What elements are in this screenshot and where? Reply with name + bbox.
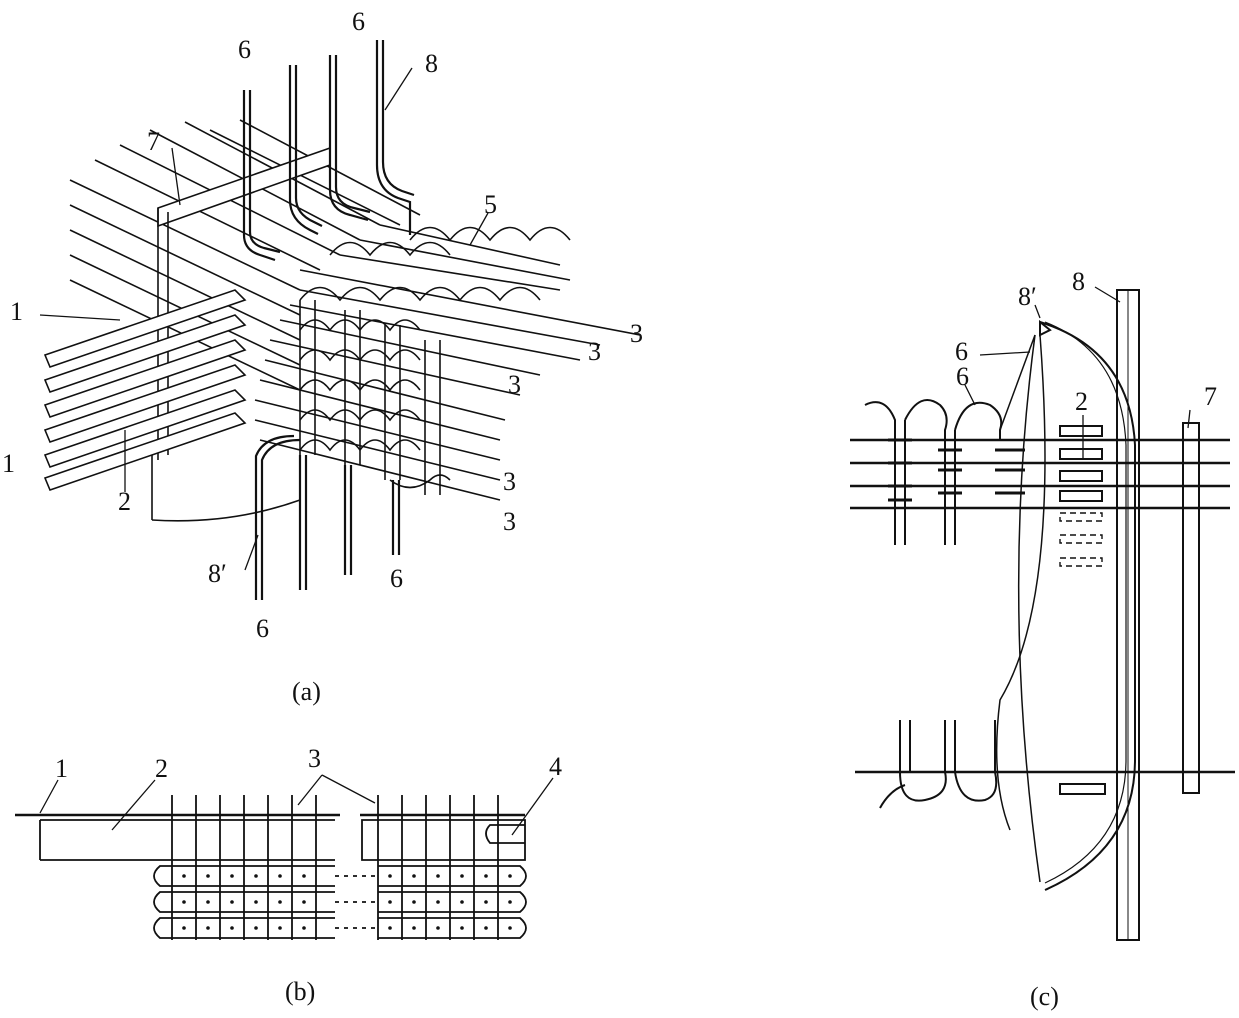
panel-b-label-3: 3 — [308, 744, 321, 773]
panel-a-pipes-top — [242, 40, 415, 262]
panel-b-label-4: 4 — [549, 752, 562, 781]
panel-a-label-2: 2 — [118, 487, 131, 516]
panel-b-label-2: 2 — [155, 754, 168, 783]
panel-a-leaders — [39, 67, 489, 571]
panel-a-caption: (a) — [292, 677, 321, 706]
panel-c-caption: (c) — [1030, 982, 1059, 1011]
panel-c-label-8prime: 8′ — [1018, 282, 1037, 311]
panel-a-drawing — [43, 40, 641, 600]
panel-b-leaders — [39, 774, 554, 836]
panel-c-label-8: 8 — [1072, 267, 1085, 296]
panel-b-serpentine — [153, 865, 527, 939]
panel-c-drawing — [850, 289, 1235, 941]
panel-a-label-3-c: 3 — [508, 370, 521, 399]
panel-b-caption: (b) — [285, 977, 315, 1006]
panel-a-coils — [299, 226, 571, 495]
panel-c-label-2: 2 — [1075, 387, 1088, 416]
panel-c-label-6-right: 6 — [956, 362, 969, 391]
panel-a-label-3-e: 3 — [503, 507, 516, 536]
panel-b-dots — [182, 874, 512, 930]
panel-c-ticks — [888, 438, 1025, 502]
panel-a-label-3-b: 3 — [588, 337, 601, 366]
panel-a-label-3-d: 3 — [503, 467, 516, 496]
panel-c-fins — [1059, 425, 1106, 795]
panel-c-rods — [850, 438, 1235, 774]
panel-a-pipes-bottom — [254, 434, 401, 600]
panel-c-dashed-fins — [1059, 512, 1103, 567]
panel-c-label-6-left: 6 — [955, 337, 968, 366]
panel-a-front-rods — [254, 224, 641, 501]
panel-a-label-5: 5 — [484, 190, 497, 219]
panel-a-label-8prime: 8′ — [208, 559, 227, 588]
panel-b-label-1: 1 — [55, 754, 68, 783]
panel-a-label-6-bottom-left: 6 — [256, 614, 269, 643]
panel-a-label-7: 7 — [147, 127, 160, 156]
panel-c-leaders — [964, 286, 1191, 458]
panel-a-label-6-bottom-right: 6 — [390, 564, 403, 593]
panel-b-vertical-wires — [171, 795, 499, 940]
panel-a-label-1-top: 1 — [10, 297, 23, 326]
panel-a-label-6-top-right: 6 — [352, 7, 365, 36]
panel-a-label-3-a: 3 — [630, 319, 643, 348]
panel-b-drawing — [15, 795, 527, 940]
panel-a-label-8: 8 — [425, 49, 438, 78]
panel-a-label-6-top-left: 6 — [238, 35, 251, 64]
panel-a-label-1-bottom: 1 — [2, 449, 15, 478]
panel-c-label-7: 7 — [1204, 382, 1217, 411]
panel-a-fins — [43, 289, 247, 492]
